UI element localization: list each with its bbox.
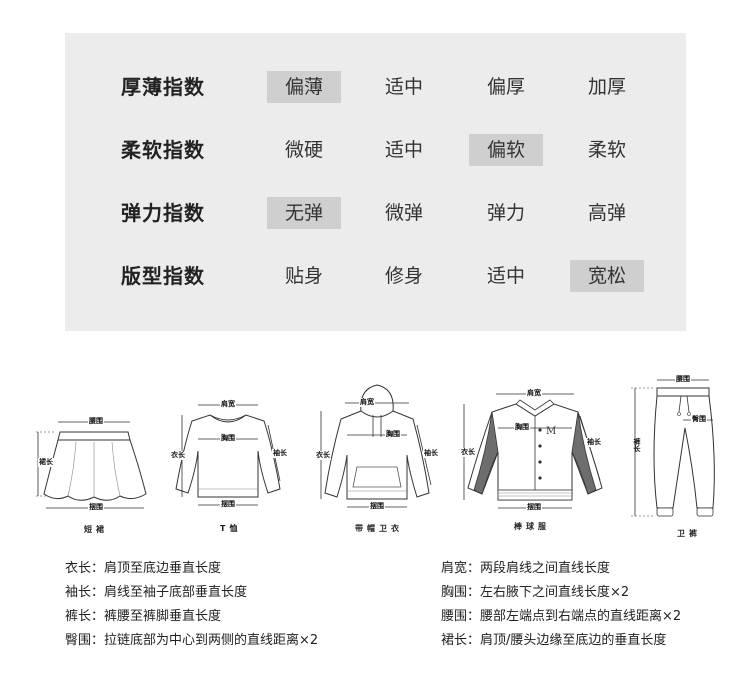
elasticity-index-row: 弹力指数 无弹 微弹 弹力 高弹 xyxy=(65,193,686,233)
row-label: 厚薄指数 xyxy=(121,75,205,99)
measurement-legend-left: 衣长：肩顶至底边垂直长度 袖长：肩线至袖子底部垂直长度 裤长：裤腰至裤脚垂直长度… xyxy=(65,557,318,653)
option: 柔软 xyxy=(587,139,626,161)
length-label: 衣长 xyxy=(315,451,331,460)
option: 加厚 xyxy=(587,76,626,98)
legend-line: 衣长：肩顶至底边垂直长度 xyxy=(65,561,222,576)
hem-label: 摆围 xyxy=(369,502,385,511)
legend-line: 胸围：左右腋下之间直线长度×2 xyxy=(441,585,630,600)
baseball-jacket-diagram: M 肩宽 胸围 衣长 袖长 摆围 棒球服 xyxy=(460,382,610,532)
shoulder-label: 肩宽 xyxy=(220,400,236,409)
hoodie-illustration xyxy=(320,384,432,508)
garment-caption: 带帽卫衣 xyxy=(355,524,403,533)
option: 修身 xyxy=(384,265,423,287)
chest-label: 胸围 xyxy=(220,434,236,443)
svg-text:M: M xyxy=(546,426,556,437)
thickness-index-row: 厚薄指数 偏薄 适中 偏厚 加厚 xyxy=(65,67,686,107)
row-label: 弹力指数 xyxy=(121,201,205,225)
selected-option: 偏软 xyxy=(469,134,543,166)
skirt-length-label: 裙长 xyxy=(38,458,54,467)
chest-label: 胸围 xyxy=(385,430,401,439)
pants-length-label: 裤长 xyxy=(633,438,641,452)
option: 微弹 xyxy=(384,202,423,224)
hoodie-diagram: 肩宽 胸围 衣长 袖长 摆围 带帽卫衣 xyxy=(315,375,440,533)
row-label: 柔软指数 xyxy=(121,138,205,162)
legend-line: 裙长：肩顶/腰头边缘至底边的垂直长度 xyxy=(441,633,667,648)
shoulder-label: 肩宽 xyxy=(359,398,375,407)
softness-index-row: 柔软指数 微硬 适中 偏软 柔软 xyxy=(65,130,686,170)
chest-label: 胸围 xyxy=(514,423,530,432)
selected-option: 偏薄 xyxy=(267,71,341,103)
fabric-index-panel: 厚薄指数 偏薄 适中 偏厚 加厚 柔软指数 微硬 适中 偏软 柔软 弹力指数 无… xyxy=(65,33,686,331)
legend-line: 裤长：裤腰至裤脚垂直长度 xyxy=(65,609,222,624)
skirt-diagram: 腰围 裙长 摆围 短裙 xyxy=(36,410,156,534)
waist-label: 腰围 xyxy=(675,375,691,384)
tshirt-illustration xyxy=(175,404,281,506)
garment-caption: T恤 xyxy=(220,524,242,533)
legend-line: 腰围：腰部左端点到右端点的直线距离×2 xyxy=(441,609,682,624)
option: 贴身 xyxy=(284,265,323,287)
hem-label: 摆围 xyxy=(526,503,542,512)
sleeve-label: 袖长 xyxy=(423,449,439,458)
length-label: 衣长 xyxy=(170,451,186,460)
selected-option: 无弹 xyxy=(267,197,341,229)
sleeve-label: 袖长 xyxy=(586,438,602,447)
garment-caption: 卫裤 xyxy=(677,529,701,538)
sweatpants-illustration xyxy=(631,379,715,517)
length-label: 衣长 xyxy=(460,448,476,457)
garment-caption: 短裙 xyxy=(84,525,108,534)
legend-line: 臀围：拉链底部为中心到两侧的直线距离×2 xyxy=(65,633,319,648)
row-label: 版型指数 xyxy=(121,264,205,288)
hem-label: 摆围 xyxy=(220,500,236,509)
sweatpants-diagram: 腰围 臀围 裤长 卫裤 xyxy=(625,368,730,543)
legend-line: 袖长：肩线至袖子底部垂直长度 xyxy=(65,585,248,600)
fit-index-row: 版型指数 贴身 修身 适中 宽松 xyxy=(65,256,686,296)
option: 微硬 xyxy=(284,139,323,161)
option: 偏厚 xyxy=(486,76,525,98)
selected-option: 宽松 xyxy=(570,260,644,292)
option: 弹力 xyxy=(486,202,525,224)
option: 适中 xyxy=(486,265,525,287)
measurement-legend-right: 肩宽：两段肩线之间直线长度 胸围：左右腋下之间直线长度×2 腰围：腰部左端点到右… xyxy=(441,557,681,653)
waist-label: 腰围 xyxy=(88,417,104,426)
option: 适中 xyxy=(384,139,423,161)
legend-line: 肩宽：两段肩线之间直线长度 xyxy=(441,561,611,576)
sleeve-label: 袖长 xyxy=(272,449,288,458)
hem-label: 摆围 xyxy=(88,503,104,512)
option: 高弹 xyxy=(587,202,626,224)
baseball-jacket-illustration: M xyxy=(463,393,603,509)
garment-caption: 棒球服 xyxy=(514,522,550,531)
garment-diagrams: 腰围 裙长 摆围 短裙 肩宽 胸围 衣长 袖长 摆围 T恤 xyxy=(0,360,750,550)
tshirt-diagram: 肩宽 胸围 衣长 袖长 摆围 T恤 xyxy=(168,385,288,533)
hip-label: 臀围 xyxy=(691,415,707,424)
shoulder-label: 肩宽 xyxy=(526,389,542,398)
option: 适中 xyxy=(384,76,423,98)
